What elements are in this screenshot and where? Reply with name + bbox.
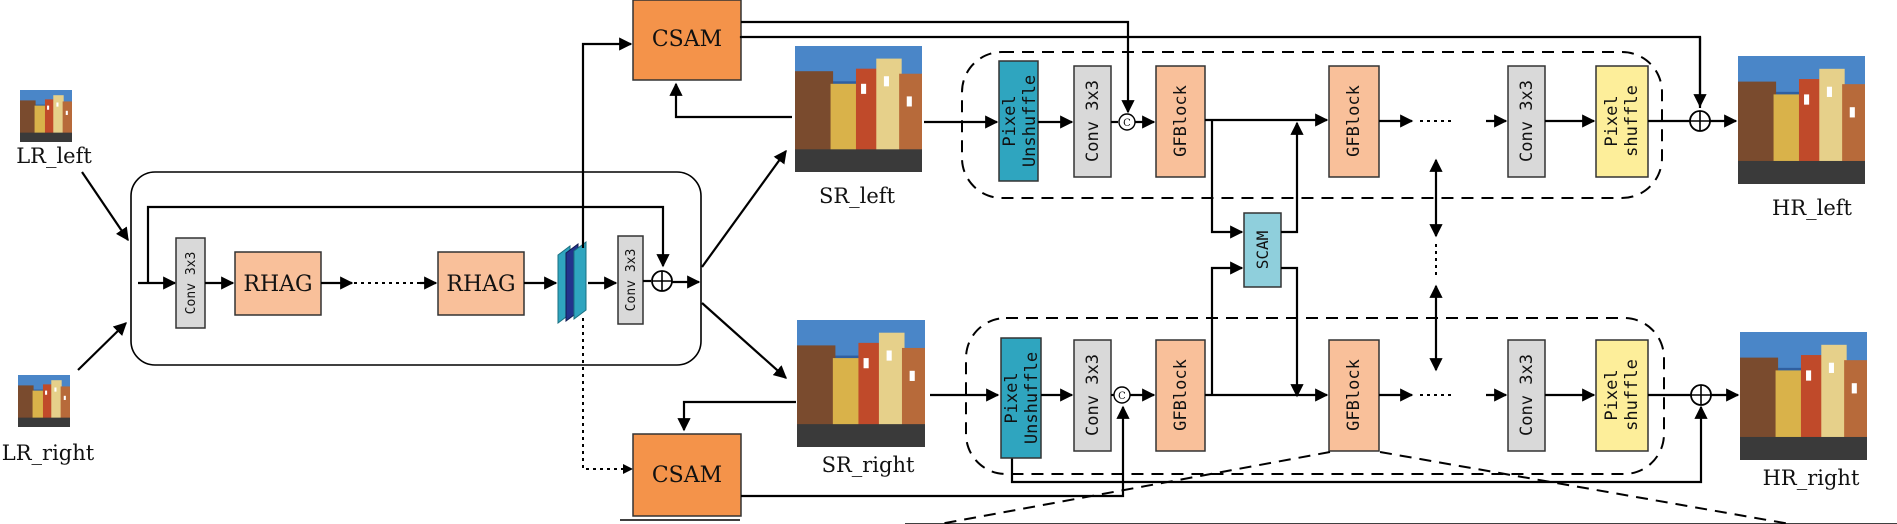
arrow-sr-right-to-csam	[677, 400, 796, 432]
hr-right-label: HR_right	[1763, 466, 1860, 490]
gfblock-bottom-2	[1328, 339, 1380, 452]
conv-top-1	[1073, 65, 1112, 178]
pixel-unshuffle-top-label-2: Unshuffle	[1020, 75, 1040, 167]
rhag-block-2	[437, 251, 525, 316]
feature-map-stack	[557, 241, 587, 324]
conv-bottom-1	[1073, 339, 1112, 452]
conv-top-2-label: Conv 3x3	[1517, 80, 1537, 162]
gfblock-bottom-1	[1155, 339, 1206, 452]
arrow-to-sr-left	[701, 149, 787, 268]
hr-right-image	[1740, 332, 1867, 460]
arrow-csam-bottom-to-concat	[741, 405, 1130, 498]
pixel-shuffle-top	[1595, 65, 1649, 178]
gfblock-bottom-1-label: GFBlock	[1171, 359, 1191, 431]
rhag-block-1-label: RHAG	[243, 272, 312, 297]
pixel-shuffle-bottom	[1595, 339, 1649, 452]
concat-operator-bottom: C	[1113, 386, 1131, 404]
conv-bottom-1-label: Conv 3x3	[1083, 354, 1103, 436]
gfblock-top-2-label: GFBlock	[1344, 85, 1364, 157]
conv-top-1-label: Conv 3x3	[1083, 80, 1103, 162]
zoom-line-left	[939, 451, 1331, 524]
add-operator-top	[1689, 110, 1711, 132]
global-skip-connection	[146, 205, 670, 283]
top-branch-container	[961, 51, 1663, 199]
pixel-unshuffle-bottom-label-1: Pixel	[1002, 372, 1022, 423]
arrow-features-to-csam-bottom	[582, 318, 628, 470]
sr-right-image	[797, 320, 925, 447]
concat-bottom-label: C	[1118, 391, 1126, 402]
lr-left-image	[20, 90, 72, 142]
csam-block-bottom	[632, 433, 742, 517]
hr-left-label: HR_left	[1772, 196, 1853, 220]
pixel-unshuffle-bottom-label-2: Unshuffle	[1022, 352, 1042, 444]
arrow-bottom-to-scam	[1210, 261, 1244, 395]
lr-right-label: LR_right	[2, 441, 95, 465]
gfblock-top-1	[1155, 65, 1206, 178]
zoom-line-right	[1379, 451, 1791, 524]
scam-block	[1243, 212, 1282, 288]
sr-left-label: SR_left	[819, 184, 896, 208]
arrow-lr-right-in	[77, 322, 127, 371]
arrow-scam-to-bottom	[1281, 266, 1304, 398]
pixel-unshuffle-top-label-1: Pixel	[1000, 95, 1020, 146]
pixel-shuffle-top-label-2: shuffle	[1622, 85, 1642, 157]
hr-left-image	[1738, 56, 1865, 184]
backbone-container	[130, 171, 702, 366]
pixel-shuffle-bottom-label-2: shuffle	[1622, 359, 1642, 431]
rhag-block-1	[234, 251, 322, 316]
conv-top-2	[1507, 65, 1546, 178]
gfblock-bottom-2-label: GFBlock	[1344, 359, 1364, 431]
conv-block-2-label: Conv 3x3	[624, 249, 639, 312]
scam-block-label: SCAM	[1253, 231, 1272, 270]
arrow-to-sr-right	[701, 302, 787, 379]
arrow-features-to-csam-top	[581, 37, 633, 248]
arrow-csam-top-to-concat	[741, 20, 1135, 114]
concat-top-label: C	[1123, 118, 1131, 129]
pixel-shuffle-bottom-label-1: Pixel	[1602, 369, 1622, 420]
add-operator-backbone	[651, 270, 673, 292]
arrow-top-to-scam	[1210, 120, 1244, 239]
gfblock-top-1-label: GFBlock	[1171, 85, 1191, 157]
lr-right-image	[18, 375, 70, 427]
sr-left-image	[795, 46, 922, 172]
arrowhead-csam-bottom	[623, 464, 633, 474]
arrow-sr-left-to-csam	[669, 82, 792, 119]
lr-left-label: LR_left	[16, 144, 92, 168]
pixel-shuffle-top-label-1: Pixel	[1602, 95, 1622, 146]
csam-block-top-label: CSAM	[652, 27, 722, 52]
pixel-unshuffle-bottom	[1000, 337, 1042, 459]
arrow-lr-left-in	[81, 171, 129, 242]
concat-operator-top: C	[1118, 113, 1136, 131]
arrow-scam-to-top	[1281, 121, 1304, 234]
csam-block-bottom-label: CSAM	[652, 463, 722, 488]
add-operator-bottom	[1690, 384, 1712, 406]
conv-bottom-2-label: Conv 3x3	[1517, 354, 1537, 436]
rhag-block-2-label: RHAG	[446, 272, 515, 297]
sr-right-label: SR_right	[822, 453, 915, 477]
bottom-branch-container	[965, 317, 1665, 475]
conv-block-1-label: Conv 3x3	[184, 252, 199, 315]
csam-block-top	[632, 0, 742, 81]
gfblock-top-2	[1328, 65, 1380, 178]
